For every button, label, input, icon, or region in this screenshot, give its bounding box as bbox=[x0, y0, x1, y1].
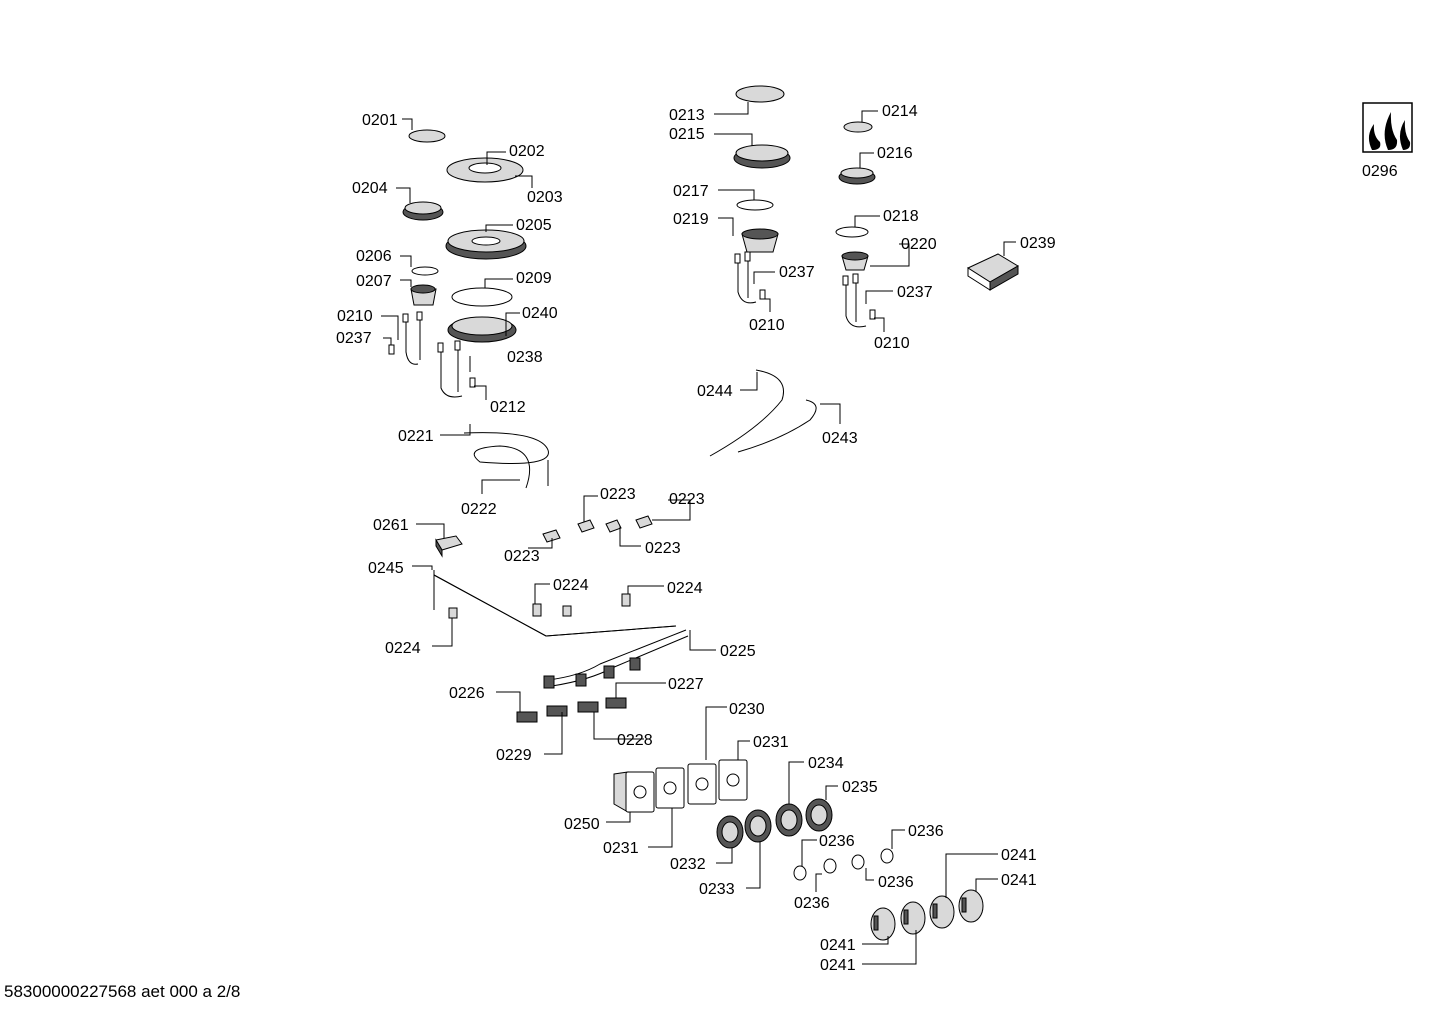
label-0222: 0222 bbox=[461, 501, 497, 518]
label-0202: 0202 bbox=[509, 143, 545, 160]
label-0239: 0239 bbox=[1020, 235, 1056, 252]
label-0231-b: 0231 bbox=[603, 840, 639, 857]
burner-crown-0204 bbox=[396, 187, 444, 221]
label-0218: 0218 bbox=[883, 208, 919, 225]
label-0235: 0235 bbox=[842, 779, 878, 796]
label-0224-a: 0224 bbox=[553, 577, 589, 594]
label-0215: 0215 bbox=[669, 126, 705, 143]
label-0225: 0225 bbox=[720, 643, 756, 660]
label-0236-c: 0236 bbox=[878, 874, 914, 891]
label-0232: 0232 bbox=[670, 856, 706, 873]
label-0223-d: 0223 bbox=[645, 540, 681, 557]
thermocouple-0210-right bbox=[842, 273, 893, 332]
label-0238: 0238 bbox=[507, 349, 543, 366]
label-0241-a: 0241 bbox=[1001, 847, 1037, 864]
label-0250: 0250 bbox=[564, 816, 600, 833]
clip-0223-group bbox=[528, 495, 691, 549]
knob-rings-0236 bbox=[793, 829, 905, 892]
label-0236-a: 0236 bbox=[819, 833, 855, 850]
label-0207: 0207 bbox=[356, 273, 392, 290]
label-0214: 0214 bbox=[882, 103, 918, 120]
label-0221: 0221 bbox=[398, 428, 434, 445]
gas-rail-0245 bbox=[412, 565, 677, 637]
burner-crown-0216 bbox=[838, 152, 876, 185]
gasket-0206 bbox=[400, 255, 439, 276]
label-0229: 0229 bbox=[496, 747, 532, 764]
label-0210-center: 0210 bbox=[749, 317, 785, 334]
connector-block-0239 bbox=[966, 241, 1019, 291]
knob-bezels bbox=[716, 761, 838, 889]
label-0237-left: 0237 bbox=[336, 330, 372, 347]
label-0227: 0227 bbox=[668, 676, 704, 693]
burner-cap-0213 bbox=[714, 85, 785, 115]
label-0244: 0244 bbox=[697, 383, 733, 400]
label-0230: 0230 bbox=[729, 701, 765, 718]
label-0205: 0205 bbox=[516, 217, 552, 234]
thermocouple-0210-left bbox=[381, 311, 423, 365]
bracket-0261 bbox=[416, 523, 463, 558]
label-0201: 0201 bbox=[362, 112, 398, 129]
burner-base-0220 bbox=[841, 243, 910, 271]
label-0236-d: 0236 bbox=[794, 895, 830, 912]
label-0219: 0219 bbox=[673, 211, 709, 228]
label-0213: 0213 bbox=[669, 107, 705, 124]
gas-valve-group bbox=[496, 682, 666, 755]
label-0209: 0209 bbox=[516, 270, 552, 287]
label-0237-right: 0237 bbox=[897, 284, 933, 301]
label-0241-b: 0241 bbox=[1001, 872, 1037, 889]
label-0231-a: 0231 bbox=[753, 734, 789, 751]
label-0204: 0204 bbox=[352, 180, 388, 197]
label-0236-b: 0236 bbox=[908, 823, 944, 840]
label-0224-b: 0224 bbox=[667, 580, 703, 597]
label-0233: 0233 bbox=[699, 881, 735, 898]
label-0296: 0296 bbox=[1362, 163, 1398, 180]
document-id: 58300000227568 aet 000 a 2/8 bbox=[4, 982, 241, 1001]
label-0226: 0226 bbox=[449, 685, 485, 702]
thermocouple-0210-center bbox=[734, 251, 775, 312]
burner-cap-0201 bbox=[402, 118, 446, 143]
control-knobs-0241 bbox=[862, 853, 998, 965]
label-0206: 0206 bbox=[356, 248, 392, 265]
label-0223-c: 0223 bbox=[504, 548, 540, 565]
burner-cap-0214 bbox=[843, 110, 878, 133]
label-0237-center: 0237 bbox=[779, 264, 815, 281]
label-0241-c: 0241 bbox=[820, 937, 856, 954]
tubes-0225 bbox=[543, 629, 716, 689]
gasket-0218 bbox=[835, 215, 880, 238]
clip-0224-group bbox=[432, 583, 664, 647]
label-0210-right: 0210 bbox=[874, 335, 910, 352]
label-0261: 0261 bbox=[373, 517, 409, 534]
label-0245: 0245 bbox=[368, 560, 404, 577]
gas-pipe-0221-0222 bbox=[440, 424, 549, 494]
burner-base-0240 bbox=[447, 312, 520, 343]
label-0224-c: 0224 bbox=[385, 640, 421, 657]
burner-crown-0215 bbox=[714, 133, 791, 169]
label-0212: 0212 bbox=[490, 399, 526, 416]
label-0220: 0220 bbox=[901, 236, 937, 253]
label-0217: 0217 bbox=[673, 183, 709, 200]
label-0216: 0216 bbox=[877, 145, 913, 162]
burner-base-0207 bbox=[400, 279, 437, 306]
burner-base-0219 bbox=[718, 217, 779, 253]
label-0234: 0234 bbox=[808, 755, 844, 772]
flame-icon bbox=[1362, 102, 1413, 153]
label-0223-b: 0223 bbox=[669, 491, 705, 508]
label-0240: 0240 bbox=[522, 305, 558, 322]
label-0228: 0228 bbox=[617, 732, 653, 749]
gas-pipe-0244-0243 bbox=[709, 369, 841, 457]
burner-cap-0202 bbox=[446, 151, 533, 188]
label-0243: 0243 bbox=[822, 430, 858, 447]
label-0241-d: 0241 bbox=[820, 957, 856, 974]
seal-ring-0209 bbox=[451, 278, 513, 307]
switch-panels bbox=[606, 706, 750, 848]
thermocouple-0238 bbox=[437, 340, 487, 400]
burner-crown-0205 bbox=[445, 224, 527, 260]
label-0223-a: 0223 bbox=[600, 486, 636, 503]
gasket-0217 bbox=[718, 189, 774, 211]
label-0210-left: 0210 bbox=[337, 308, 373, 325]
part-labels: 0201 0202 0203 0204 0205 0206 0207 0209 … bbox=[336, 103, 1398, 974]
label-0203: 0203 bbox=[527, 189, 563, 206]
